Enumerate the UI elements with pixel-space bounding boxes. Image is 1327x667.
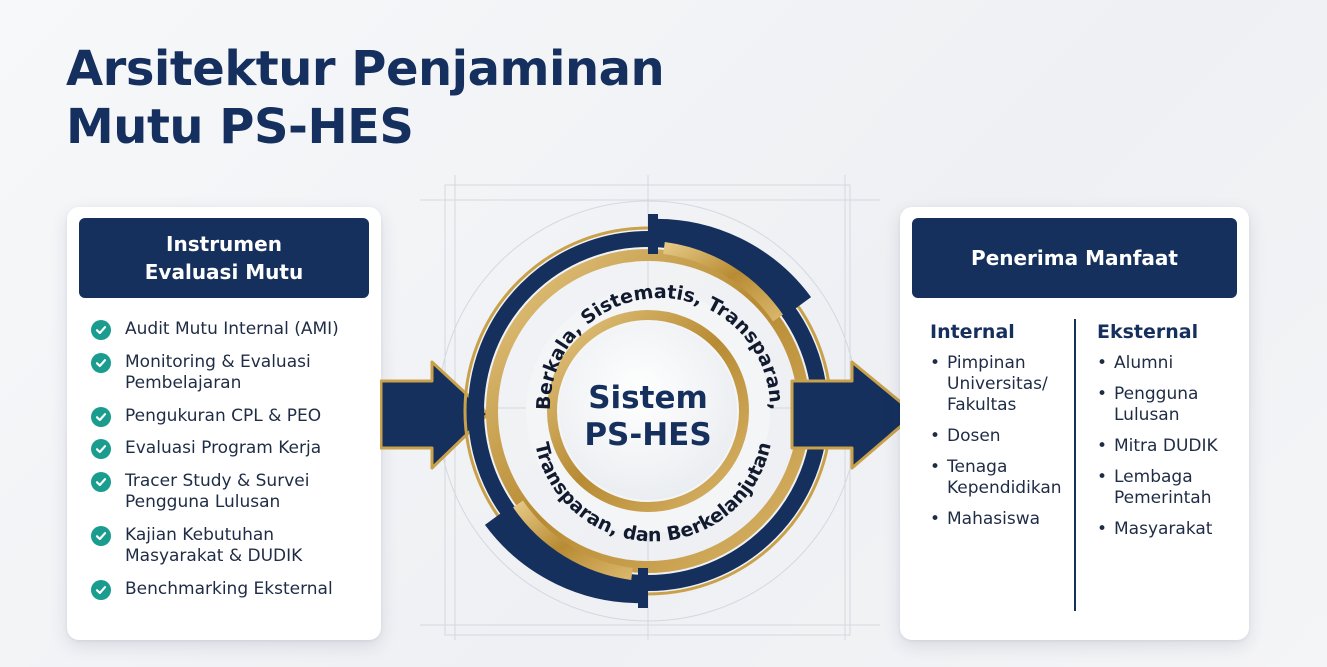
list-item-label: Monitoring & Evaluasi Pembelajaran <box>125 352 311 395</box>
beneficiaries-header: Penerima Manfaat <box>912 218 1237 298</box>
list-item-line: Masyarakat <box>1114 519 1213 539</box>
page-title: Arsitektur Penjaminan Mutu PS-HES <box>66 40 665 156</box>
evaluation-instruments-card: Instrumen Evaluasi Mutu Audit Mutu Inter… <box>67 207 381 640</box>
list-item-label-line: Evaluasi Program Kerja <box>125 438 322 458</box>
page-title-line-2: Mutu PS-HES <box>66 99 414 155</box>
list-item: Mitra DUDIK <box>1097 436 1237 457</box>
list-item-line: Alumni <box>1114 353 1174 373</box>
list-item: Masyarakat <box>1097 519 1237 540</box>
list-item: Benchmarking Eksternal <box>91 579 371 601</box>
output-arrow <box>790 360 917 470</box>
list-item-label: Kajian Kebutuhan Masyarakat & DUDIK <box>125 525 302 568</box>
list-item-line: Dosen <box>947 426 1001 446</box>
evaluation-instruments-header: Instrumen Evaluasi Mutu <box>79 218 369 298</box>
list-item-label: Pengukuran CPL & PEO <box>125 406 321 428</box>
list-item: Tracer Study & Survei Pengguna Lulusan <box>91 471 371 514</box>
center-cycle-diagram: Berkala, Sistematis, Transparan, Transpa… <box>380 175 917 640</box>
list-item-line: Universitas/ <box>947 374 1048 394</box>
list-item-label-line: Pengguna Lulusan <box>125 492 281 512</box>
list-item: Dosen <box>930 426 1070 447</box>
list-item-label: Audit Mutu Internal (AMI) <box>125 319 339 341</box>
list-item-label-line: Benchmarking Eksternal <box>125 578 333 599</box>
evaluation-instruments-header-line-2: Evaluasi Mutu <box>144 260 304 284</box>
list-item-line: Mitra DUDIK <box>1114 436 1218 456</box>
center-title-line-1: Sistem <box>588 380 708 416</box>
list-item-label-line: Kajian Kebutuhan <box>125 524 275 545</box>
checkmark-icon <box>91 471 111 492</box>
list-item-label-line: Monitoring & Evaluasi <box>125 351 311 372</box>
list-item-label: Benchmarking Eksternal <box>125 579 333 601</box>
evaluation-instruments-header-line-1: Instrumen <box>166 232 282 256</box>
list-item-label-line: Masyarakat & DUDIK <box>125 546 303 566</box>
list-item: Alumni <box>1097 353 1237 374</box>
core-disc <box>559 322 737 500</box>
list-item-line: Lembaga <box>1114 467 1193 487</box>
list-item-line: Mahasiswa <box>947 509 1041 529</box>
list-item-line: Pimpinan <box>947 353 1026 373</box>
checkmark-icon <box>91 406 111 427</box>
internal-list: Pimpinan Universitas/ Fakultas Dosen Ten… <box>930 353 1070 530</box>
list-item: Evaluasi Program Kerja <box>91 438 371 460</box>
checkmark-icon <box>91 439 111 459</box>
list-item: Lembaga Pemerintah <box>1097 467 1237 509</box>
list-item-line: Pengguna <box>1114 384 1199 404</box>
inner-gold-ring <box>547 310 749 512</box>
list-item: Tenaga Kependidikan <box>930 457 1070 499</box>
beneficiaries-card: Penerima Manfaat Internal Pimpinan Unive… <box>900 207 1249 640</box>
external-column: Eksternal Alumni Pengguna Lulusan Mitra … <box>1097 321 1237 550</box>
center-title-line-2: PS-HES <box>584 417 711 453</box>
list-item: Kajian Kebutuhan Masyarakat & DUDIK <box>91 525 371 568</box>
list-item-line: Pemerintah <box>1114 488 1212 508</box>
beneficiaries-header-label: Penerima Manfaat <box>971 246 1178 270</box>
list-item-line: Tenaga <box>947 457 1008 477</box>
list-item-label-line: Pengukuran CPL & PEO <box>125 405 322 426</box>
external-list: Alumni Pengguna Lulusan Mitra DUDIK Lemb… <box>1097 353 1237 540</box>
external-column-title: Eksternal <box>1097 321 1199 343</box>
list-item-line: Lulusan <box>1114 405 1180 425</box>
evaluation-instruments-list: Audit Mutu Internal (AMI) Monitoring & E… <box>91 319 371 611</box>
list-item: Audit Mutu Internal (AMI) <box>91 319 371 341</box>
checkmark-icon <box>91 320 111 340</box>
list-item-label-line: Audit Mutu Internal (AMI) <box>125 319 339 339</box>
list-item: Pimpinan Universitas/ Fakultas <box>930 353 1070 416</box>
checkmark-icon <box>91 579 111 600</box>
list-item-line: Fakultas <box>947 395 1017 415</box>
list-item-label-line: Pembelajaran <box>125 373 242 393</box>
list-item: Pengguna Lulusan <box>1097 384 1237 426</box>
list-item-label: Evaluasi Program Kerja <box>125 438 321 460</box>
cycle-arrow-bottom <box>484 500 648 608</box>
column-divider <box>1074 319 1076 611</box>
internal-column-title: Internal <box>930 321 1015 343</box>
input-arrow <box>380 360 490 470</box>
page-title-line-1: Arsitektur Penjaminan <box>66 41 665 97</box>
list-item: Monitoring & Evaluasi Pembelajaran <box>91 352 371 395</box>
checkmark-icon <box>91 352 111 373</box>
internal-column: Internal Pimpinan Universitas/ Fakultas … <box>930 321 1070 540</box>
list-item-label-line: Tracer Study & Survei <box>125 470 310 491</box>
checkmark-icon <box>91 525 111 546</box>
list-item-line: Kependidikan <box>947 478 1062 498</box>
list-item: Mahasiswa <box>930 509 1070 530</box>
list-item-label: Tracer Study & Survei Pengguna Lulusan <box>125 471 309 514</box>
cycle-arrow-top <box>648 214 812 322</box>
list-item: Pengukuran CPL & PEO <box>91 406 371 428</box>
